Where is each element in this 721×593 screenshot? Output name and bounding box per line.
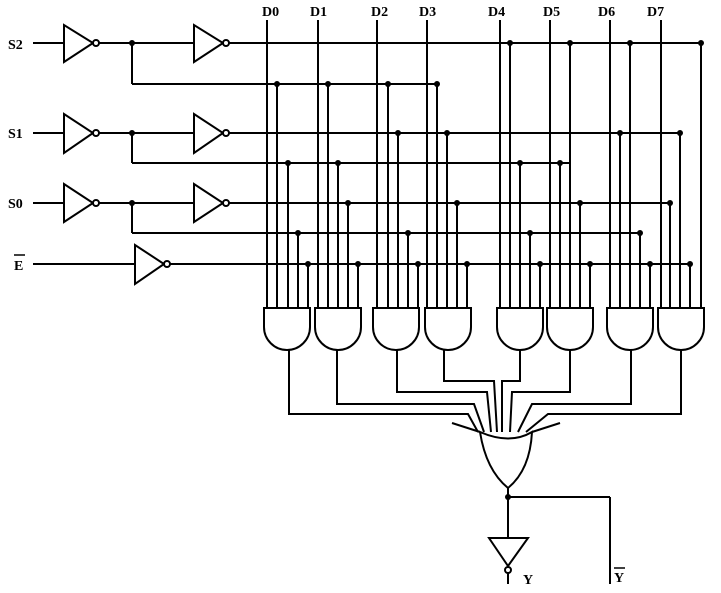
label-d1: D1 — [310, 5, 327, 20]
not-gate-enable — [134, 243, 166, 286]
label-s2: S2 — [8, 38, 23, 53]
label-d3: D3 — [419, 5, 436, 20]
label-d2: D2 — [371, 5, 388, 20]
select-line-s2 — [33, 23, 702, 310]
data-input-labels: D0 D1 D2 D3 D4 D5 D6 D7 — [262, 5, 664, 20]
label-enable: E — [14, 259, 23, 274]
and-gate-d4 — [496, 307, 544, 351]
and-gate-d2 — [372, 307, 420, 351]
label-d7: D7 — [647, 5, 664, 20]
label-output-ybar: Y — [614, 571, 624, 586]
and-gate-array — [263, 20, 705, 433]
or-gate-output — [451, 422, 611, 584]
select-line-s0 — [33, 182, 671, 310]
or-gate — [478, 430, 534, 490]
label-enable-bar: E — [14, 254, 25, 274]
not-gate-s0 — [63, 182, 95, 224]
label-s0: S0 — [8, 197, 23, 212]
and-gate-d5 — [546, 307, 594, 351]
buffer-gate-s2 — [193, 23, 225, 64]
label-output-y: Y — [523, 573, 533, 588]
label-d5: D5 — [543, 5, 560, 20]
enable-line — [33, 243, 691, 308]
label-output-y-bar: Y — [614, 567, 625, 586]
label-d6: D6 — [598, 5, 615, 20]
and-gate-d6 — [606, 307, 654, 351]
label-d4: D4 — [488, 5, 505, 20]
buffer-gate-s0 — [193, 182, 225, 224]
not-gate-s2 — [63, 23, 95, 64]
and-gate-d0 — [263, 307, 311, 351]
label-s1: S1 — [8, 127, 23, 142]
output-inverter — [487, 537, 530, 568]
not-gate-s1 — [63, 112, 95, 155]
inversion-bubble — [92, 39, 100, 47]
and-gate-d1 — [314, 307, 362, 351]
select-line-s1 — [33, 112, 681, 308]
buffer-gate-s1 — [193, 112, 225, 155]
and-gate-d7 — [657, 307, 705, 351]
label-d0: D0 — [262, 5, 279, 20]
and-gate-d3 — [424, 307, 472, 351]
